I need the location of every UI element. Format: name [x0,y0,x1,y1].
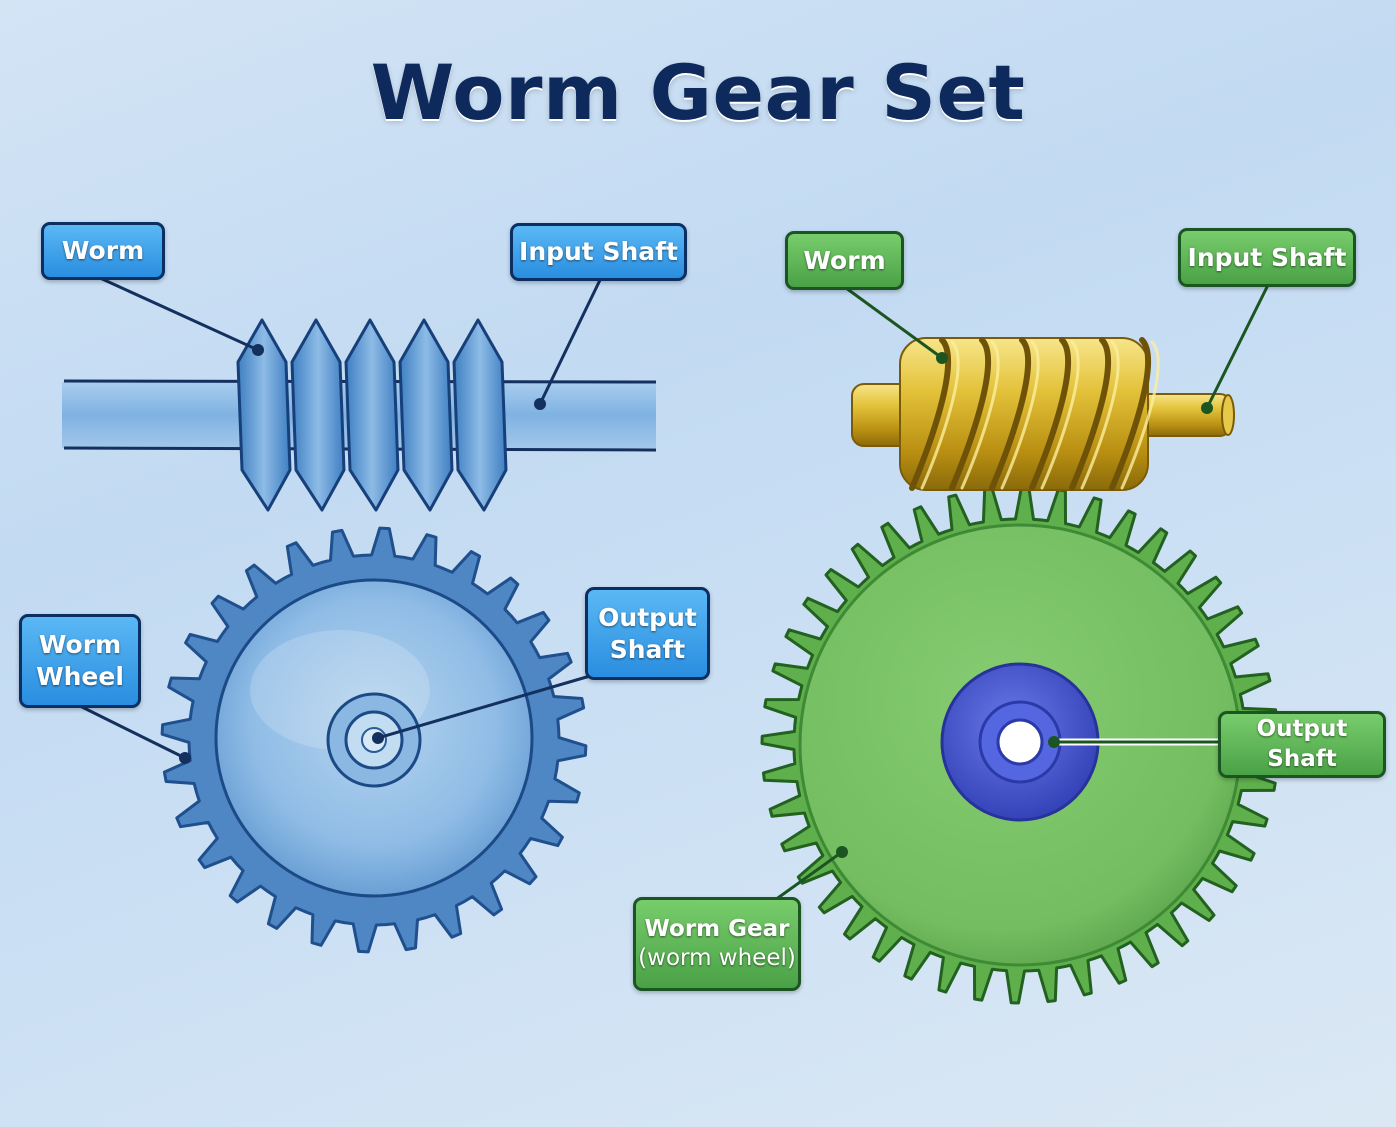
left-output-shaft-label: Output Shaft [585,587,710,680]
left-worm-threads [238,320,506,510]
left-worm-thread [292,320,344,510]
left-worm-thread [454,320,506,510]
left-input-shaft-label-text: Input Shaft [519,236,678,268]
left-input-shaft-label: Input Shaft [510,223,687,281]
left-worm-wheel-label-line1: Worm [39,629,121,661]
right-worm-assembly [852,338,1234,490]
left-output-shaft-label-line1: Output [598,602,697,634]
right-worm-gear-label-line1: Worm Gear [644,915,789,944]
right-worm-gear-label: Worm Gear (worm wheel) [633,897,801,991]
page-title: Worm Gear Set [0,48,1396,137]
right-worm-label: Worm [785,231,904,290]
right-output-shaft-label: Output Shaft [1218,711,1386,778]
right-hub-bore [998,720,1042,764]
left-worm-label-text: Worm [62,235,144,267]
left-worm-wheel-label-line2: Wheel [36,661,124,693]
right-worm-gear-label-line2: (worm wheel) [638,944,796,973]
left-worm-thread [400,320,452,510]
left-worm-thread [238,320,290,510]
left-worm-wheel-label: Worm Wheel [19,614,141,708]
left-worm-label: Worm [41,222,165,280]
left-output-shaft-label-line2: Shaft [610,634,686,666]
right-output-shaft-label-text: Output Shaft [1221,715,1383,774]
right-input-shaft-label-text: Input Shaft [1188,242,1347,274]
left-worm-thread [346,320,398,510]
right-input-shaft-label: Input Shaft [1178,228,1356,287]
right-worm-label-text: Worm [803,245,885,277]
